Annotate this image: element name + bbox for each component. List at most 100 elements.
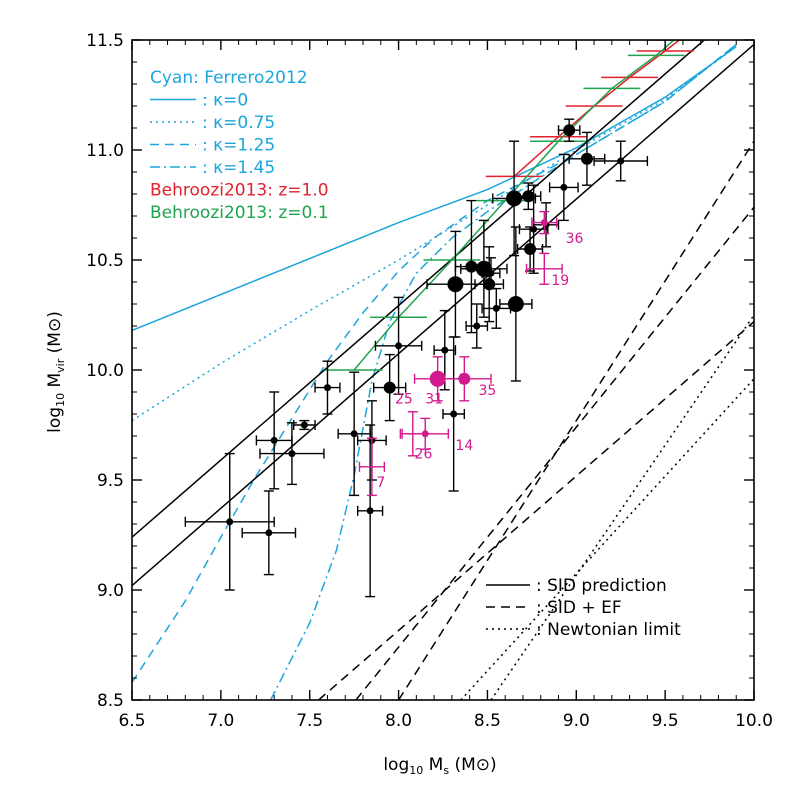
point-marker [447, 276, 464, 293]
point-marker [465, 260, 478, 273]
galaxy-id-label: 36 [566, 231, 584, 247]
y-tick-label: 8.5 [97, 691, 124, 711]
galaxy-id-label: 19 [551, 273, 569, 289]
point-marker [458, 372, 471, 385]
point-marker [522, 190, 535, 203]
data-point [499, 226, 533, 382]
data-point [358, 437, 386, 497]
data-point [241, 490, 297, 576]
model-line [397, 140, 754, 700]
point-marker [395, 342, 403, 350]
galaxy-id-label: 26 [415, 447, 433, 463]
data-point [255, 391, 293, 490]
data-point [374, 296, 423, 395]
point-marker [383, 381, 396, 394]
data-point [525, 252, 563, 285]
point-marker [580, 152, 593, 165]
legend-label: : κ=0.75 [202, 113, 275, 133]
point-marker [300, 421, 308, 429]
galaxy-id-label: 14 [455, 438, 473, 454]
data-point [314, 360, 341, 415]
legend-label: : Newtonian limit [536, 620, 681, 640]
data-point [442, 336, 466, 492]
galaxy-id-label: 31 [425, 392, 443, 408]
model-line [269, 43, 737, 700]
legend-title: Cyan: Ferrero2012 [150, 68, 308, 88]
data-point [568, 131, 606, 186]
point-marker [226, 518, 234, 526]
legend-label: : κ=1.45 [202, 158, 275, 178]
legend-title: Behroozi2013: z=0.1 [150, 203, 329, 223]
data-point [399, 411, 426, 457]
data-point [436, 356, 492, 402]
model-line [490, 314, 754, 700]
data-points-layer [184, 118, 649, 598]
x-tick-label: 10.0 [735, 711, 773, 731]
point-marker [350, 430, 358, 438]
model-line [132, 43, 754, 587]
data-point [337, 371, 371, 497]
galaxy-id-label: 35 [479, 383, 497, 399]
legend-label: : SID + EF [536, 598, 622, 618]
point-marker [492, 304, 500, 312]
galaxy-id-label: 7 [376, 475, 385, 491]
data-point [372, 353, 407, 422]
data-point [465, 303, 489, 349]
point-marker [507, 296, 524, 312]
x-axis-label: log10 Ms (M⊙) [383, 755, 496, 777]
data-point [259, 422, 325, 486]
point-marker [540, 219, 548, 227]
x-tick-label: 8.0 [385, 711, 412, 731]
point-marker [441, 346, 449, 354]
y-tick-label: 9.5 [97, 471, 124, 491]
point-marker [617, 157, 625, 165]
legend-bottom: : SID prediction: SID + EF: Newtonian li… [486, 576, 681, 640]
y-tick-label: 9.0 [97, 581, 124, 601]
point-marker [560, 183, 568, 191]
x-tick-label: 9.5 [652, 711, 679, 731]
data-point [515, 182, 542, 211]
data-point [293, 419, 316, 431]
band-line [353, 40, 675, 371]
x-tick-label: 7.5 [296, 711, 323, 731]
model-line [132, 45, 737, 332]
data-point [481, 257, 501, 290]
legend-title: Behroozi2013: z=1.0 [150, 181, 329, 201]
band-line [513, 40, 680, 177]
legend-label: : κ=0 [202, 91, 248, 111]
x-tick-label: 6.5 [118, 711, 145, 731]
model-line [460, 378, 754, 700]
point-marker [270, 436, 278, 444]
data-point [593, 140, 649, 182]
y-tick-label: 10.5 [86, 251, 124, 271]
point-marker [563, 124, 576, 137]
point-marker [506, 190, 523, 207]
data-point [516, 226, 544, 272]
point-marker [323, 384, 331, 392]
model-line [132, 43, 737, 683]
data-point [548, 153, 579, 222]
y-axis-label: log10 Mvir (M⊙) [45, 311, 67, 433]
x-tick-label: 8.5 [474, 711, 501, 731]
galaxy-id-label: 25 [395, 392, 413, 408]
data-point [531, 210, 558, 235]
legend-label: : κ=1.25 [202, 136, 275, 156]
data-point [474, 246, 505, 323]
point-marker [366, 507, 374, 515]
data-point [356, 424, 384, 598]
annotation-layer: 7 25 31 35 26 14 19 36 [376, 231, 583, 491]
point-marker [265, 529, 273, 537]
series-layer [132, 40, 754, 700]
x-tick-label: 7.0 [207, 711, 234, 731]
model-line [318, 321, 754, 700]
point-marker [473, 322, 481, 330]
point-marker [483, 278, 496, 291]
data-point [184, 452, 275, 591]
point-marker [487, 269, 495, 277]
legend-label: : SID prediction [536, 576, 667, 596]
legend-top: Cyan: Ferrero2012 : κ=0: κ=0.75 : κ=1.25: … [150, 68, 329, 223]
model-line [132, 40, 705, 538]
y-tick-label: 11.5 [86, 31, 124, 51]
